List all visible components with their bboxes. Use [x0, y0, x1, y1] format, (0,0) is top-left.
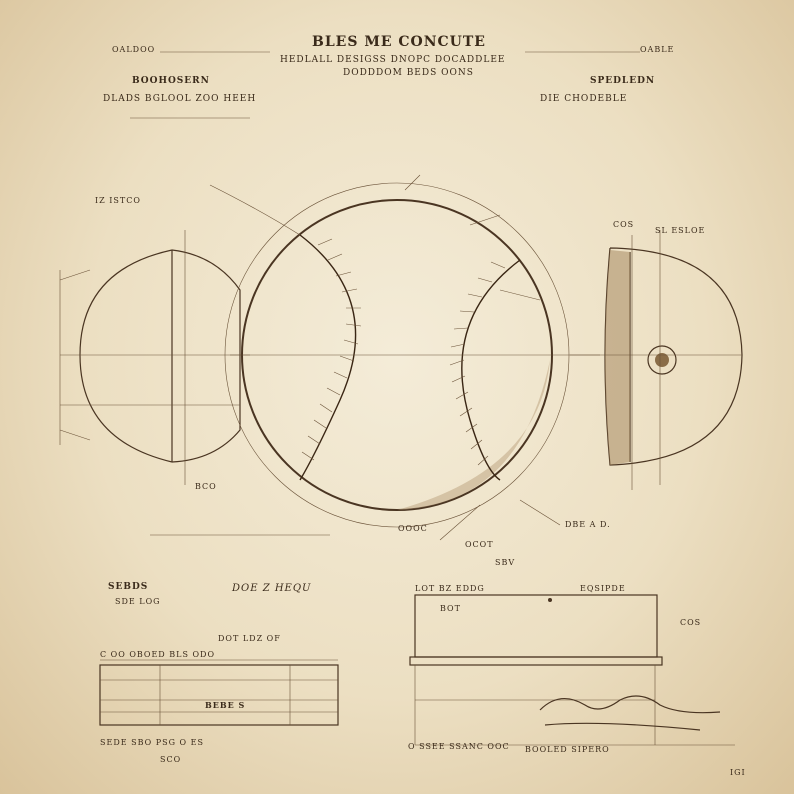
lower-right-side: COS [680, 618, 702, 627]
left-label: BOOHOSERN [132, 76, 210, 86]
header-title: BLES ME CONCUTE [312, 34, 486, 50]
header-left-mark: OALDOO [112, 45, 156, 54]
right-section-view [570, 230, 743, 490]
lower-left-bottom: SCO [160, 755, 182, 764]
corner-mark: IGI [730, 768, 746, 777]
signature-caption: BOOLED SIPERO [525, 745, 610, 754]
header-subtitle-1: HEDLALL DESIGSS DNOPC DOCADDLEE [280, 55, 506, 65]
lower-right-detail-box [409, 594, 735, 746]
lower-left-row: C OO OBOED BLS ODO [100, 650, 216, 659]
left-bottom-label: BCO [195, 482, 217, 491]
center-bottom-label-3: SBV [495, 558, 516, 567]
lower-left-footer: SEDE SBO PSG O ES [100, 738, 204, 747]
right-label: SPEDLEDN [590, 76, 656, 86]
lower-left-dimension-table [99, 659, 339, 726]
figure-left-label: IZ ISTCO [95, 196, 141, 205]
figure-top-right-label-2: SL ESLOE [655, 226, 706, 235]
lower-left-label-2: SDE LOG [115, 597, 161, 606]
left-half-view [59, 230, 250, 485]
left-sub-label: DLADS BGLOOL ZOO HEEH [103, 94, 257, 104]
right-bottom-label: DBE A D. [565, 520, 611, 529]
lower-left-label-1: SEBDS [108, 582, 149, 592]
header-subtitle-2: DODDDOM BEDS OONS [343, 68, 474, 78]
center-bottom-label: OOOC [398, 524, 428, 533]
header-right-mark: OABLE [640, 45, 675, 54]
leader-lines [150, 174, 561, 541]
lower-right-label: EQSIPDE [580, 584, 626, 593]
baseball-front-view [224, 182, 600, 528]
lower-left-box-text: BEBE S [205, 700, 246, 710]
lower-right-footer: O SSEE SSANC OOC [408, 742, 510, 751]
lower-right-inner: BOT [440, 604, 461, 613]
figure-top-right-label: COS [613, 220, 635, 229]
lower-right-heading: LOT BZ EDDG [415, 584, 485, 593]
signature-mark [539, 695, 721, 731]
lower-left-heading: DOT LDZ OF [218, 634, 281, 643]
lower-left-mid-label: DOE Z HEQU [232, 583, 312, 594]
center-bottom-label-2: OCOT [465, 540, 494, 549]
right-sub-label: DIE CHODEBLE [540, 94, 628, 104]
